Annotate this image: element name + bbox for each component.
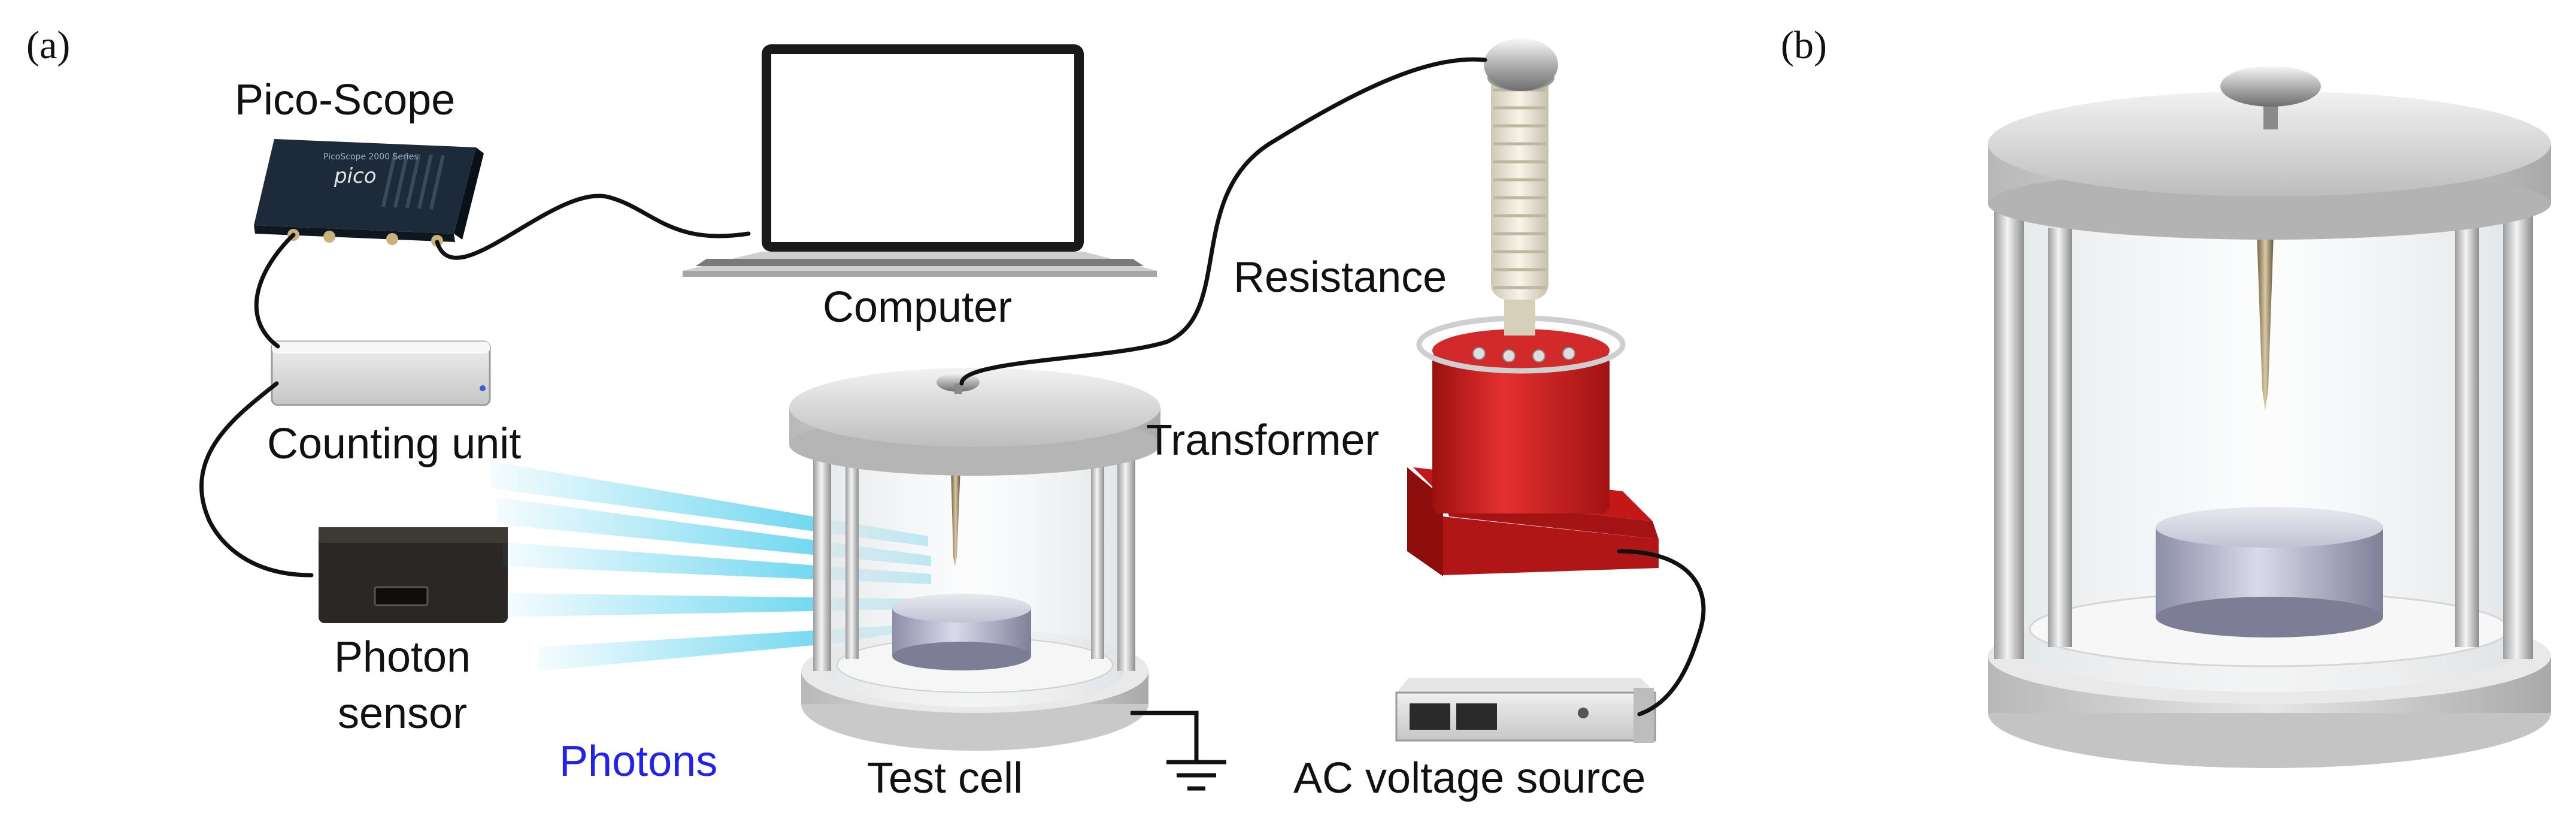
transformer-device <box>1407 38 1659 576</box>
ground-symbol <box>1131 711 1226 791</box>
test-cell-a <box>789 368 1160 751</box>
laptop-computer <box>683 44 1157 277</box>
panel-b-label: (b) <box>1781 23 1827 67</box>
photon-sensor-label-line2: sensor <box>337 690 468 738</box>
counting-unit-label: Counting unit <box>267 420 522 468</box>
computer-label: Computer <box>823 283 1013 331</box>
ac-voltage-source-device <box>1395 678 1656 743</box>
ac-voltage-source-label: AC voltage source <box>1293 754 1646 802</box>
pico-scope-device: pico PicoScope 2000 Series <box>254 139 484 247</box>
resistance-label: Resistance <box>1234 253 1447 301</box>
pico-series-text: PicoScope 2000 Series <box>323 152 419 162</box>
photon-sensor-label-line1: Photon <box>334 633 471 681</box>
pico-brand-text: pico <box>334 164 377 188</box>
photons-label: Photons <box>559 738 718 785</box>
test-cell-label: Test cell <box>867 754 1023 802</box>
photon-sensor-device <box>319 527 508 623</box>
transformer-label: Transformer <box>1146 416 1380 464</box>
cables <box>199 57 1706 717</box>
panel-a-label: (a) <box>26 23 71 67</box>
test-cell-b <box>1988 66 2551 768</box>
pico-scope-label: Pico-Scope <box>235 76 456 124</box>
counting-unit-device <box>271 340 491 406</box>
